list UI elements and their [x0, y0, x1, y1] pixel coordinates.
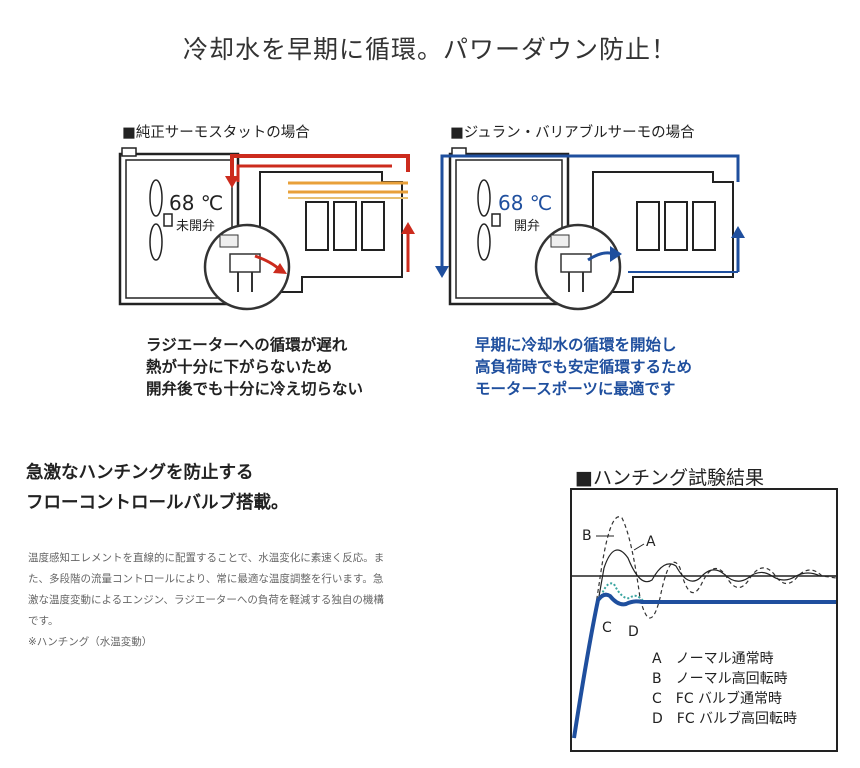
fan-icon [149, 179, 173, 261]
curve-d [599, 582, 645, 603]
chart-frame [570, 488, 838, 752]
stock-description: ラジエーターへの循環が遅れ 熱が十分に下がらないため 開弁後でも十分に冷え切らな… [146, 334, 363, 400]
feature-body-line: ※ハンチング（水温変動） [28, 636, 153, 648]
stock-desc-line: ラジエーターへの循環が遅れ [146, 336, 348, 354]
radiator-cap [121, 147, 137, 157]
variable-valve-state: 開弁 [514, 219, 540, 234]
chart-title: ■ハンチング試験結果 [575, 467, 764, 489]
label-c: C [602, 620, 612, 636]
hunting-chart: B A C D A ノーマル通常時 B ノーマル高回転時 C FC バルブ通常時… [570, 488, 838, 752]
legend-item: A ノーマル通常時 [652, 651, 774, 667]
stock-valve-state: 未開弁 [176, 219, 215, 234]
curve-a [573, 549, 836, 739]
variable-thermostat-diagram: 68 ℃ 開弁 [435, 147, 745, 311]
feature-body-line: です。 [28, 615, 59, 627]
fan-icon [477, 179, 501, 261]
variable-desc-line: 高負荷時でも安定循環するため [475, 358, 693, 376]
feature-body-line: 温度感知エレメントを直線的に配置することで、水温変化に素速く反応。ま [28, 552, 385, 564]
label-a: A [646, 534, 656, 550]
label-d: D [628, 624, 639, 640]
variable-temp: 68 ℃ [498, 191, 552, 215]
curve-b [573, 516, 837, 739]
stock-desc-line: 開弁後でも十分に冷え切らない [146, 380, 364, 398]
feature-heading-line: 急激なハンチングを防止する [26, 463, 254, 483]
variable-description: 早期に冷却水の循環を開始し 高負荷時でも安定循環するため モータースポーツに最適… [475, 334, 692, 400]
feature-heading-line: フローコントロールバルブ搭載。 [26, 493, 289, 513]
legend-item: D FC バルブ高回転時 [652, 710, 797, 727]
variable-desc-line: モータースポーツに最適です [475, 380, 676, 398]
feature-body: 温度感知エレメントを直線的に配置することで、水温変化に素速く反応。ま た、多段階… [28, 548, 478, 653]
feature-body-line: 激な温度変動によるエンジン、ラジエーターへの負荷を軽減する独自の機構 [28, 594, 384, 606]
stock-temp: 68 ℃ [169, 191, 223, 215]
feature-heading: 急激なハンチングを防止する フローコントロールバルブ搭載。 [26, 458, 289, 518]
variable-thermostat-caption: ■ジュラン・バリアブルサーモの場合 [450, 125, 695, 141]
variable-desc-line: 早期に冷却水の循環を開始し [475, 336, 677, 354]
legend-item: C FC バルブ通常時 [652, 690, 782, 707]
feature-body-line: た、多段階の流量コントロールにより、常に最適な温度調整を行います。急 [28, 573, 384, 585]
stock-desc-line: 熱が十分に下がらないため [146, 358, 333, 376]
stock-thermostat-diagram: 68 ℃ 未開弁 [118, 147, 415, 311]
label-b: B [582, 528, 592, 544]
page-title: 冷却水を早期に循環。パワーダウン防止！ [182, 35, 677, 64]
curve-c [572, 592, 836, 739]
stock-thermostat-caption: ■純正サーモスタットの場合 [122, 125, 310, 141]
legend-item: B ノーマル高回転時 [652, 670, 788, 687]
